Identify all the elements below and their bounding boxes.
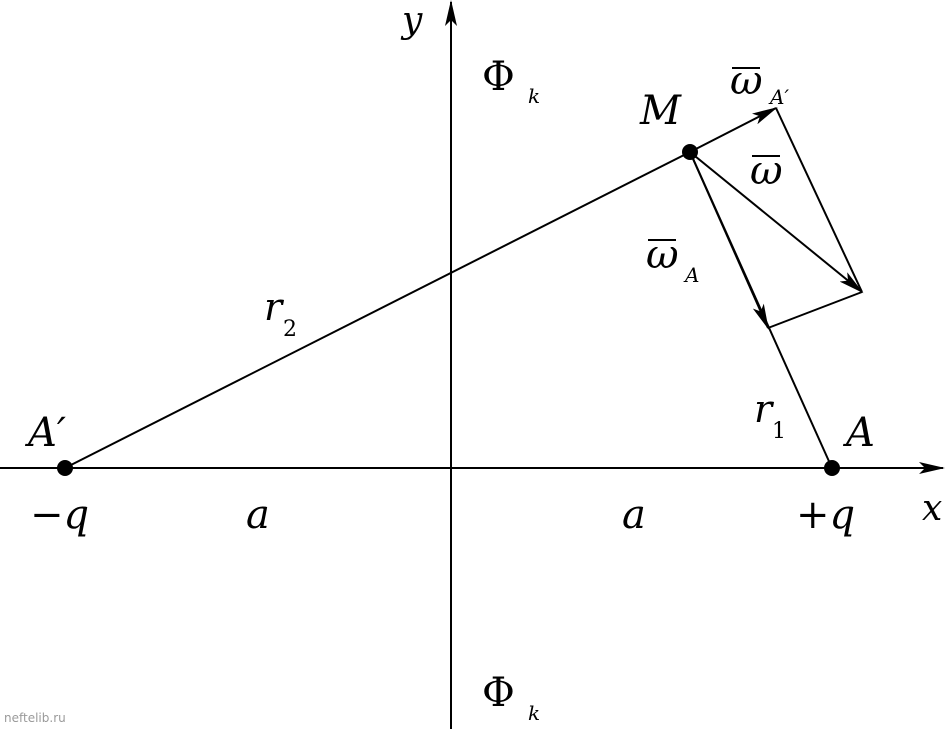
svg-text:Φ: Φ [482, 670, 515, 716]
label-m: M [639, 88, 682, 134]
svg-text:ω: ω [646, 232, 679, 278]
watermark: neftelib.ru [4, 711, 66, 725]
y-axis-label: y [400, 0, 423, 41]
x-axis-label: x [922, 488, 942, 529]
svg-text:k: k [528, 701, 540, 725]
parallelogram-side-bottom [767, 291, 863, 329]
svg-text:A: A [683, 263, 699, 287]
point-m [682, 144, 698, 160]
label-a-prime: A′ [24, 410, 66, 456]
vector-omega [689, 151, 864, 294]
svg-text:k: k [528, 84, 540, 108]
vector-omega-a-prime [689, 107, 778, 153]
svg-text:2: 2 [283, 317, 297, 342]
line-r2 [64, 151, 691, 469]
label-r1: r 1 [754, 387, 786, 444]
svg-text:Φ: Φ [482, 54, 515, 100]
charge-positive: +q [796, 492, 855, 538]
point-a [824, 460, 840, 476]
distance-right-a: a [622, 492, 646, 538]
label-flux-bottom: Φ k [482, 670, 540, 725]
label-omega-a: ω A [646, 232, 699, 287]
label-r2: r 2 [264, 285, 297, 342]
label-omega-a-prime: ω A′ [730, 58, 789, 109]
svg-text:ω: ω [750, 148, 783, 194]
label-flux-top: Φ k [482, 54, 540, 108]
svg-text:1: 1 [772, 419, 786, 444]
distance-left-a: a [246, 492, 270, 538]
vector-omega-a [689, 151, 769, 330]
charge-negative: −q [30, 492, 89, 538]
point-a-prime [57, 460, 73, 476]
svg-text:r: r [264, 285, 285, 329]
label-omega: ω [750, 148, 783, 194]
label-a: A [842, 410, 875, 456]
svg-text:ω: ω [730, 58, 763, 104]
parallelogram-side-top [775, 107, 863, 293]
svg-text:A′: A′ [768, 85, 789, 109]
svg-text:r: r [754, 387, 775, 431]
